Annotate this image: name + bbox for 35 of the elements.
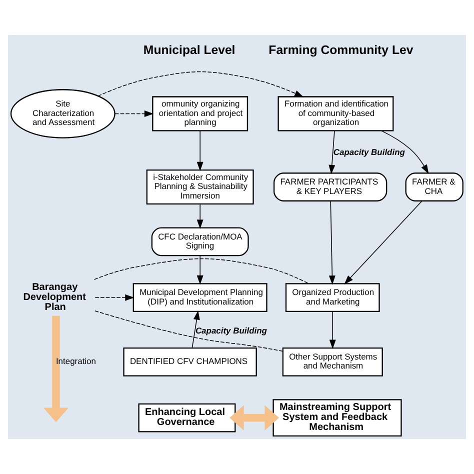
edge-label: Capacity Building (333, 147, 405, 158)
edge-label: Capacity Building (195, 325, 267, 336)
node-box: ommunity organizing orientation and project planning (152, 96, 248, 132)
arrow (328, 130, 336, 174)
arrow (196, 130, 204, 172)
edge-label: Integration (56, 356, 96, 366)
arrow (380, 130, 429, 174)
node-box: Municipal Development Planning (DIP) and Institutionalization (132, 283, 268, 312)
node-box: CFC Declaration/MOA Signing (151, 227, 249, 256)
arrow (329, 311, 336, 350)
arrow (328, 200, 336, 285)
arrow (344, 200, 422, 284)
node-box: i-Stakeholder Community Planning & Sustainability Immersion (146, 169, 254, 205)
connector (94, 258, 310, 284)
connector (94, 310, 284, 352)
arrow (94, 294, 134, 301)
arrow (192, 310, 200, 348)
node-text: Barangay Development Plan (23, 282, 86, 313)
node-box: FARMER PARTICIPANTS & KEY PLAYERS (273, 172, 388, 202)
arrow (43, 316, 68, 422)
arrow (196, 255, 204, 285)
node-box: DENTIFIED CFV CHAMPIONS (123, 347, 257, 376)
arrow (114, 110, 154, 117)
arrow (98, 71, 304, 98)
label: Farming Community Lev (268, 43, 414, 58)
node-box: Mainstreaming Support System and Feedback Mechanism (272, 399, 402, 436)
node-box: Organized Production and Marketing (285, 283, 380, 312)
node-box: Other Support Systems and Mechanism (282, 347, 383, 376)
label: Municipal Level (143, 43, 236, 58)
node-box: FARMER & CHA (405, 172, 464, 202)
node-box: Enhancing Local Governance (138, 403, 236, 432)
node-ellipse: Site Characterization and Assessment (10, 89, 116, 138)
node-box: Formation and identification of community-based organization (278, 96, 394, 132)
arrow (230, 405, 280, 430)
arrow (196, 204, 204, 229)
